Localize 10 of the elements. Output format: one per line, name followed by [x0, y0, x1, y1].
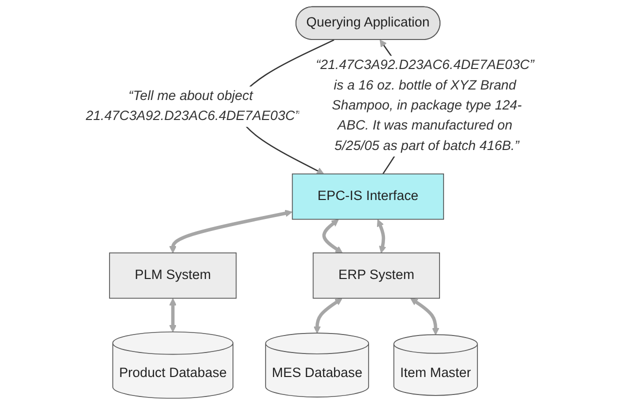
arrow	[169, 298, 177, 332]
edge-label: “21.47C3A92.D23AC6.4DE7AE03C” is a 16 oz. bottle of XYZ Brand Shampoo, in package type 124-ABC. It was manufactured on 5/25/05 as part of batch 416B.”	[316, 58, 534, 154]
arrow	[377, 219, 386, 254]
arrow	[322, 219, 343, 254]
arrow	[169, 210, 293, 254]
arrow	[410, 298, 440, 336]
node-box: EPC-IS Interface	[292, 174, 444, 220]
node-box: ERP System	[313, 252, 440, 299]
arrow	[314, 298, 343, 334]
node-box: PLM System	[109, 252, 237, 299]
